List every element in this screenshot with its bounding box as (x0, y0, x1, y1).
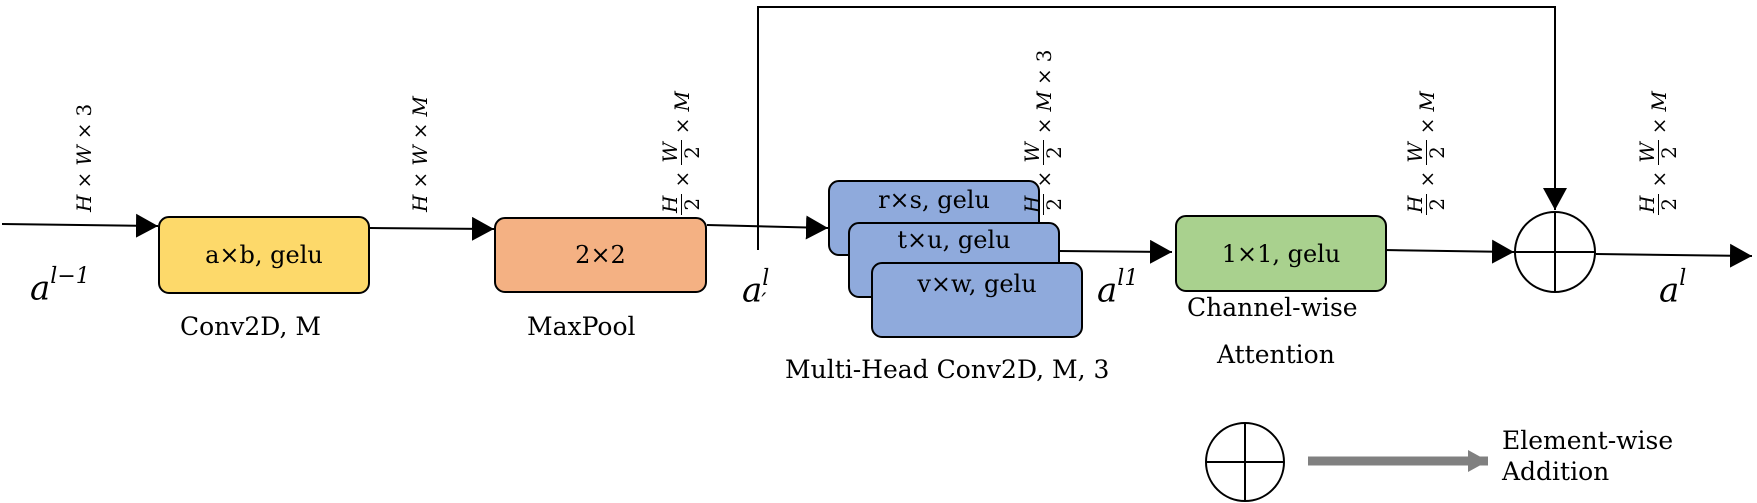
skip-connection (757, 6, 1567, 250)
attention-caption-line1: Channel-wise (1187, 293, 1358, 322)
multihead-var-sup: l1 (1117, 266, 1139, 291)
conv2d-block: a×b, gelu (158, 216, 370, 294)
arrow-conv-to-maxpool (369, 216, 495, 241)
output-var-base: a (1659, 270, 1680, 311)
multihead-label-2: t×u, gelu (897, 226, 1011, 254)
dimension-input: H×W×3 (72, 103, 96, 212)
pooled-var-base: a (742, 270, 763, 311)
output-var-sup: l (1679, 266, 1687, 291)
dimension-after-conv: H×W×M (408, 95, 432, 212)
multihead-var-base: a (1097, 270, 1118, 311)
pooled-var-sup: l (762, 266, 770, 291)
conv2d-label: a×b, gelu (205, 241, 323, 269)
pooled-activation-label: al′ (742, 268, 769, 316)
conv2d-caption: Conv2D, M (180, 312, 321, 341)
attention-caption-line2: Attention (1217, 340, 1335, 369)
output-activation-label: al (1659, 268, 1686, 311)
arrow-attention-to-add (1383, 239, 1515, 264)
input-var-base: a (30, 268, 51, 309)
channel-attention-block: 1×1, gelu (1175, 215, 1387, 292)
legend-label-line1: Element-wise (1502, 426, 1674, 455)
arrow-multihead-to-attention (1057, 239, 1173, 264)
input-activation-label: al−1 (30, 266, 90, 309)
multihead-activation-label: al1 (1097, 268, 1138, 311)
legend-label: Element-wise Addition (1502, 425, 1673, 488)
maxpool-caption: MaxPool (527, 312, 636, 341)
attention-label: 1×1, gelu (1221, 239, 1341, 268)
pooled-var-sub: ′ (761, 290, 767, 316)
multihead-label-3: v×w, gelu (917, 270, 1037, 298)
multihead-label-1: r×s, gelu (878, 186, 990, 214)
input-var-sup: l−1 (50, 264, 90, 289)
arrow-maxpool-to-multihead (706, 215, 829, 240)
arrow-add-to-output (1595, 243, 1753, 268)
maxpool-block: 2×2 (494, 217, 707, 293)
legend-add-symbol (1205, 422, 1285, 502)
legend-label-line2: Addition (1502, 457, 1610, 487)
multihead-conv-block-3: v×w, gelu (871, 262, 1083, 338)
maxpool-label: 2×2 (575, 241, 626, 269)
add-operator (1514, 211, 1596, 293)
multihead-caption: Multi-Head Conv2D, M, 3 (785, 355, 1110, 384)
arrow-input-to-conv (1, 213, 159, 238)
